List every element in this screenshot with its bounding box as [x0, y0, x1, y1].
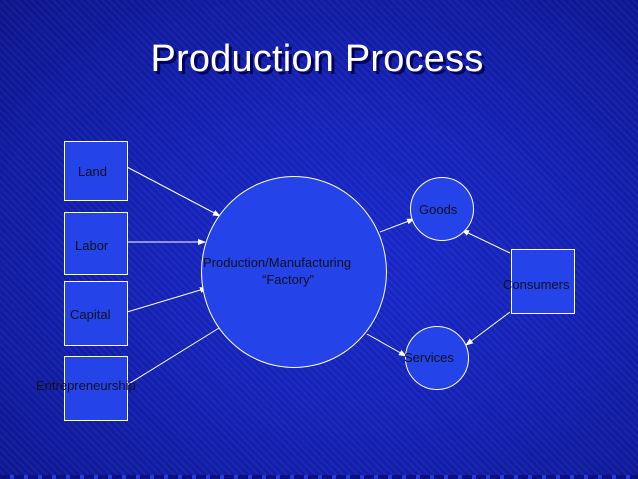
factory-label-line2: “Factory”	[262, 272, 314, 287]
arrow-land-to-factory	[126, 166, 221, 217]
factory-label-line1: Production/Manufacturing	[203, 255, 352, 270]
input-land-box	[64, 141, 128, 201]
goods-label: Goods	[419, 202, 458, 217]
input-labor-box	[64, 212, 128, 275]
services-label: Services	[404, 350, 454, 365]
input-entrepreneurship-label: Entrepreneurship	[36, 378, 136, 393]
consumers-box	[511, 249, 575, 314]
input-labor-label: Labor	[75, 238, 109, 253]
input-capital-box	[64, 281, 128, 346]
factory-circle	[201, 176, 387, 368]
consumers-label: Consumers	[503, 277, 570, 292]
arrow-entrepreneurship-to-factory	[126, 319, 233, 386]
arrow-consumers-to-goods	[461, 229, 511, 254]
arrow-capital-to-factory	[126, 287, 208, 313]
arrow-factory-to-goods	[379, 218, 415, 233]
input-entrepreneurship-box	[64, 356, 128, 421]
bottom-border-strip	[0, 475, 638, 479]
slide-title: Production Process	[150, 38, 484, 80]
goods-circle	[410, 177, 474, 241]
services-circle	[405, 326, 469, 390]
input-capital-label: Capital	[70, 307, 111, 322]
input-land-label: Land	[78, 164, 107, 179]
arrow-consumers-to-services	[465, 311, 511, 346]
arrow-factory-to-services	[366, 333, 407, 357]
